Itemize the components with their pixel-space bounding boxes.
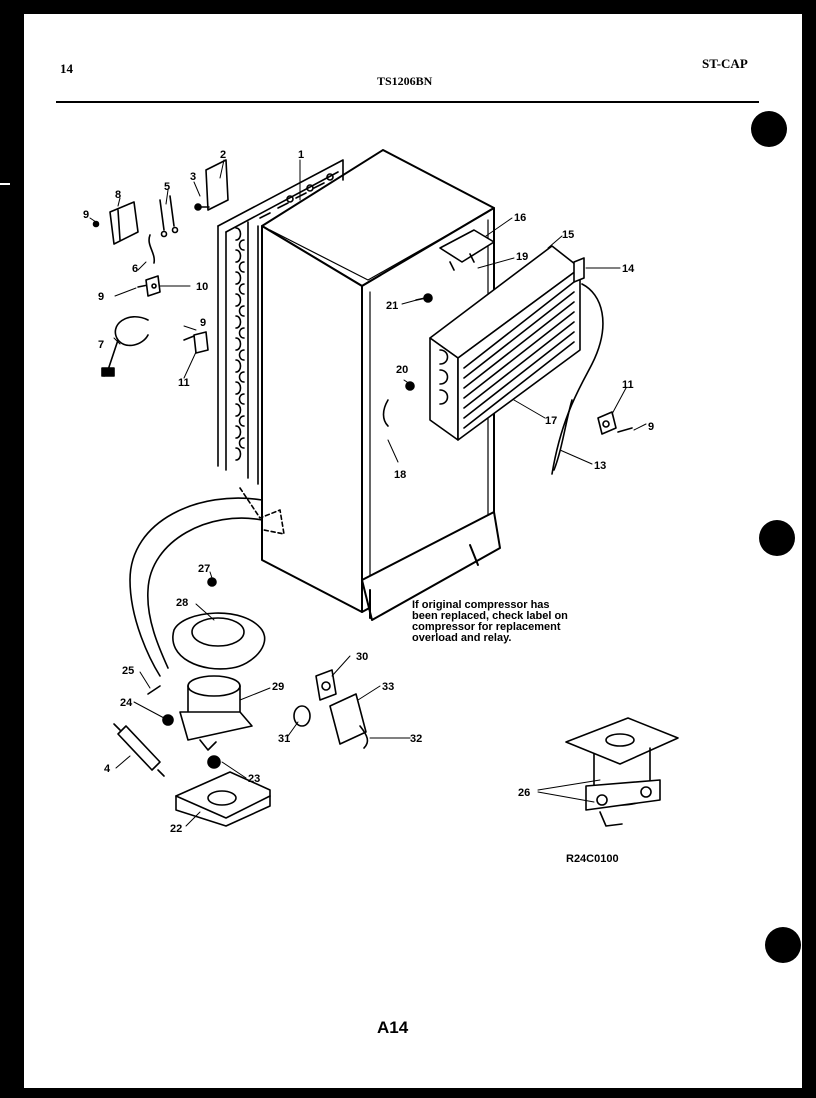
callout-9c: 9 — [200, 317, 206, 329]
compressor-base-grommet — [172, 577, 266, 670]
upper-left-parts — [92, 159, 229, 377]
callout-17: 17 — [545, 415, 557, 427]
callout-30: 30 — [356, 651, 368, 663]
header-rule — [56, 101, 759, 103]
evaporator-coil — [429, 245, 604, 475]
callout-15: 15 — [562, 229, 574, 241]
footer-page-code: A14 — [377, 1018, 409, 1037]
callout-3: 3 — [190, 171, 196, 183]
callout-16: 16 — [514, 212, 526, 224]
callout-11a: 11 — [178, 377, 190, 389]
callout-28: 28 — [176, 597, 188, 609]
callout-18: 18 — [394, 469, 406, 481]
compressor — [147, 675, 253, 769]
reference-code: R24C0100 — [566, 853, 619, 865]
callout-10: 10 — [196, 281, 208, 293]
callout-22: 22 — [170, 823, 182, 835]
replacement-compressor — [565, 717, 679, 827]
callout-11b: 11 — [622, 379, 634, 391]
note-line-3: compressor for replacement — [412, 621, 561, 633]
relay-overload-parts — [293, 669, 369, 749]
callout-5: 5 — [164, 181, 170, 193]
note-line-1: If original compressor has — [412, 599, 550, 611]
leader-lines — [89, 159, 647, 827]
callout-9d: 9 — [648, 421, 654, 433]
edge-mark — [0, 183, 10, 185]
callout-1: 1 — [298, 149, 304, 161]
filter-drier — [113, 723, 165, 777]
callout-labels: 1 2 3 4 5 6 7 8 9 9 9 9 10 11 11 13 14 1… — [83, 149, 654, 835]
callout-8: 8 — [115, 189, 121, 201]
callout-31: 31 — [278, 733, 290, 745]
drain-tube — [129, 487, 285, 677]
condenser-coil — [217, 159, 344, 485]
right-small-parts — [382, 229, 633, 435]
model-number: TS1206BN — [377, 74, 433, 88]
page-number: 14 — [60, 61, 73, 76]
callout-14: 14 — [622, 263, 635, 275]
callout-24: 24 — [120, 697, 133, 709]
punch-hole-bottom — [765, 927, 801, 963]
note-line-2: been replaced, check label on — [412, 610, 568, 622]
callout-13: 13 — [594, 460, 606, 472]
callout-21: 21 — [386, 300, 398, 312]
category-label: ST-CAP — [702, 56, 748, 71]
punch-hole-middle — [759, 520, 795, 556]
callout-25: 25 — [122, 665, 134, 677]
note-line-4: overload and relay. — [412, 632, 512, 644]
callout-32: 32 — [410, 733, 422, 745]
callout-7: 7 — [98, 339, 104, 351]
callout-19: 19 — [516, 251, 528, 263]
callout-26: 26 — [518, 787, 530, 799]
callout-4: 4 — [104, 763, 111, 775]
callout-23: 23 — [248, 773, 260, 785]
callout-9b: 9 — [98, 291, 104, 303]
replacement-note: If original compressor has been replaced… — [412, 600, 568, 644]
callout-9a: 9 — [83, 209, 89, 221]
callout-33: 33 — [382, 681, 394, 693]
callout-27: 27 — [198, 563, 210, 575]
callout-6: 6 — [132, 263, 138, 275]
punch-hole-top — [751, 111, 787, 147]
callout-2: 2 — [220, 149, 226, 161]
callout-29: 29 — [272, 681, 284, 693]
cabinet — [261, 149, 501, 621]
callout-20: 20 — [396, 364, 408, 376]
